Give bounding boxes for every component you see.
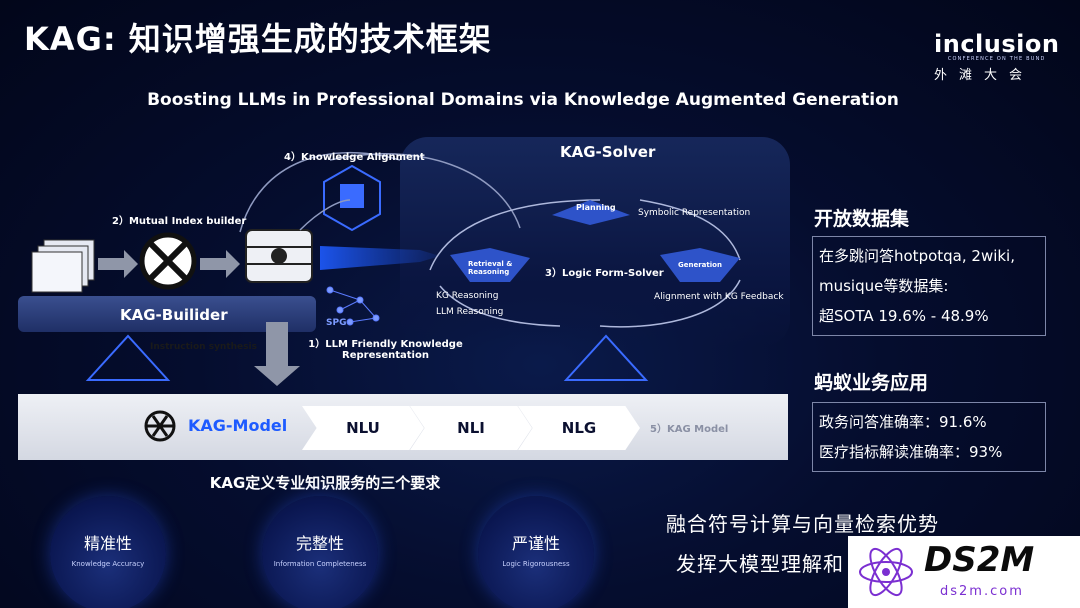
- nlu-chevron: NLU: [302, 406, 424, 450]
- kag-model-bar: KAG-Model NLU NLI NLG 5）KAG Model: [18, 394, 788, 460]
- open-datasets-line-2: musique等数据集:: [819, 277, 949, 295]
- beam-arrow: [320, 246, 440, 270]
- step2-label: 2）Mutual Index builder: [112, 216, 247, 227]
- nli-chevron: NLI: [410, 406, 532, 450]
- open-datasets-box: 在多跳问答hotpotqa, 2wiki, musique等数据集: 超SOTA…: [812, 236, 1046, 336]
- arrow-right-2: [200, 250, 240, 278]
- solver-panel: [400, 137, 790, 347]
- rigorousness-en: Logic Rigorousness: [502, 560, 570, 568]
- ant-business-heading: 蚂蚁业务应用: [814, 372, 929, 394]
- page-title: KAG: 知识增强生成的技术框架: [24, 20, 492, 58]
- step3-label: 3）Logic Form-Solver: [545, 268, 664, 279]
- rigorousness-circle: 严谨性 Logic Rigorousness: [478, 496, 594, 608]
- open-datasets-heading: 开放数据集: [814, 208, 910, 230]
- ant-business-line-2: 医疗指标解读准确率：93%: [819, 443, 1003, 461]
- generation-label: Generation: [678, 261, 722, 269]
- alignment-feedback-label: Alignment with KG Feedback: [654, 292, 784, 302]
- builder-label: KAG-Builider: [120, 306, 228, 324]
- spg-label: SPG: [326, 318, 347, 328]
- open-datasets-line-1: 在多跳问答hotpotqa, 2wiki,: [819, 247, 1015, 265]
- ant-business-line-1: 政务问答准确率：91.6%: [819, 413, 987, 431]
- accuracy-circle: 精准性 Knowledge Accuracy: [50, 496, 166, 608]
- logo-cn-text: 外滩大会: [934, 68, 1035, 83]
- accuracy-cn: 精准性: [83, 534, 132, 553]
- database-icon: [245, 229, 313, 283]
- rigorousness-cn: 严谨性: [511, 534, 560, 553]
- accuracy-en: Knowledge Accuracy: [71, 560, 145, 568]
- kag-model-label: KAG-Model: [188, 416, 288, 435]
- requirements-title: KAG定义专业知识服务的三个要求: [209, 474, 441, 492]
- logo-main-text: inclusion: [934, 30, 1060, 58]
- watermark-sub: ds2m.com: [940, 584, 1024, 599]
- inclusion-logo: inclusion CONFERENCE ON THE BUND 外滩大会: [934, 30, 1059, 83]
- arrow-right-1: [98, 250, 138, 278]
- step4-label: 4）Knowledge Alignment: [284, 152, 425, 163]
- retrieval-block: [450, 248, 530, 282]
- planning-block: [552, 200, 630, 225]
- documents-icon: [31, 239, 95, 293]
- spg-graph-icon: [326, 286, 380, 326]
- fusion-text: 融合符号计算与向量检索优势: [666, 512, 939, 536]
- retrieval-label: Retrieval & Reasoning: [468, 260, 513, 276]
- instruction-label: Instruction synthesis: [150, 342, 257, 352]
- open-datasets-line-3: 超SOTA 19.6% - 48.9%: [819, 307, 989, 325]
- step5-label: 5）KAG Model: [650, 424, 729, 435]
- solver-label: KAG-Solver: [560, 143, 656, 161]
- cube-icon: [323, 164, 381, 232]
- completeness-circle: 完整性 Information Completeness: [262, 496, 378, 608]
- subtitle: Boosting LLMs in Professional Domains vi…: [147, 90, 899, 110]
- ant-business-box: 政务问答准确率：91.6% 医疗指标解读准确率：93%: [812, 402, 1046, 472]
- arrow-down: [254, 322, 300, 386]
- wheel-icon: [139, 232, 197, 290]
- openai-icon: [144, 410, 176, 442]
- symbolic-label: Symbolic Representation: [638, 208, 751, 218]
- completeness-en: Information Completeness: [273, 560, 367, 568]
- step1-label: 1）LLM Friendly Knowledge Representation: [308, 339, 463, 361]
- watermark-main: DS2M: [924, 540, 1035, 580]
- completeness-cn: 完整性: [295, 534, 344, 553]
- llm-reasoning-label: LLM Reasoning: [436, 307, 504, 317]
- llm-text: 发挥大模型理解和: [676, 552, 844, 576]
- planning-label: Planning: [576, 203, 616, 212]
- generation-block: [660, 248, 740, 282]
- nlg-chevron: NLG: [518, 406, 640, 450]
- ds2m-watermark: DS2M ds2m.com: [848, 536, 1080, 608]
- kg-reasoning-label: KG Reasoning: [436, 291, 499, 301]
- glow-triangle-left: [85, 334, 171, 381]
- logo-subtext: CONFERENCE ON THE BUND: [947, 56, 1046, 62]
- atom-icon: [859, 547, 913, 597]
- glow-triangle-right: [563, 334, 649, 381]
- solver-loop: [429, 199, 741, 328]
